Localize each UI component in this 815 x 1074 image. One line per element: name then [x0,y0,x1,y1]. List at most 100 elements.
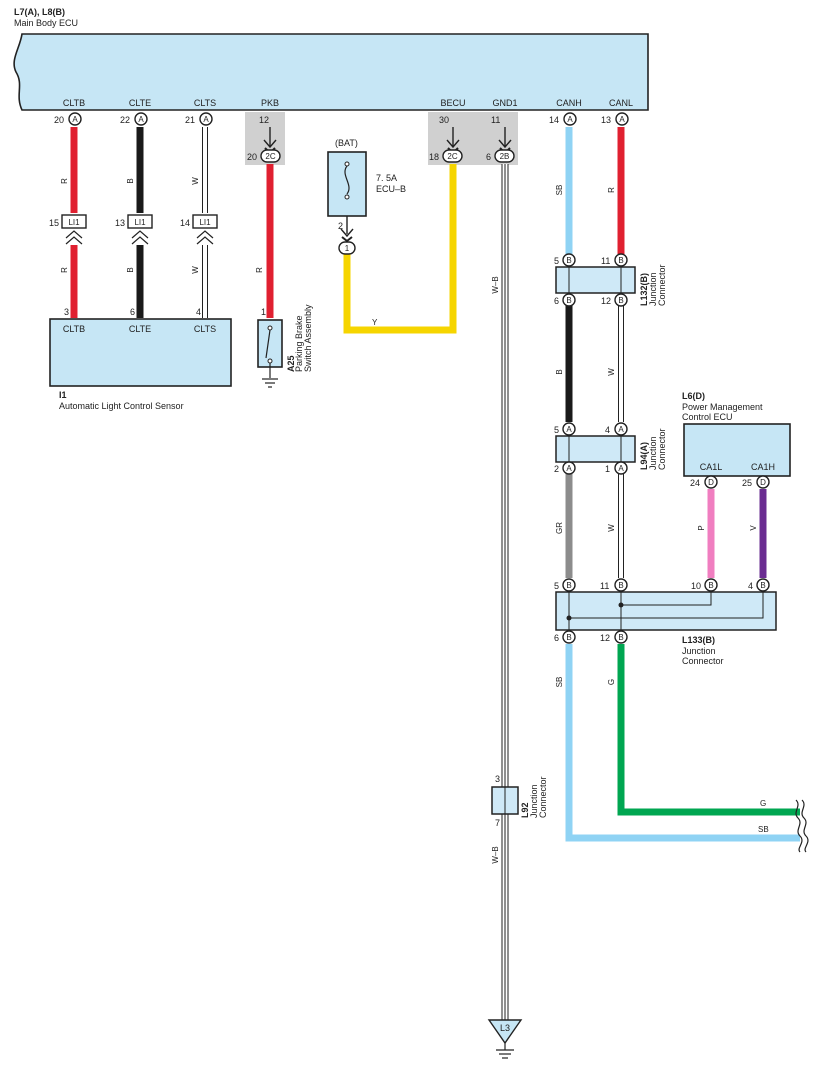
pin-number: 14 [549,115,559,125]
wire-label: B [126,178,135,183]
connector-letter: A [618,425,624,434]
connector-letter: B [566,581,571,590]
wire-label: R [60,267,69,273]
pin-number: 5 [554,425,559,435]
connector-letter: D [708,478,714,487]
l133-name-2: Connector [682,656,724,666]
light-sensor: 3 6 4 CLTB CLTE CLTS I1 Automatic Light … [49,307,232,411]
wire-label: R [255,267,264,273]
connector-letter: A [72,115,78,124]
continuation-marks [795,799,809,853]
pin-number: 25 [742,478,752,488]
connector-letter: B [566,256,571,265]
wire-label: SB [758,825,769,834]
fuse-pill [338,241,356,255]
l132-name-1: Junction [648,272,658,306]
connector-letter: D [760,478,766,487]
pin-number: 7 [495,818,500,828]
terminal-clts: CLTS [194,98,216,108]
wire-label: W [607,368,616,376]
l6-name-1: Power Management [682,402,763,412]
pin-number: 10 [691,581,701,591]
l94-name-2: Connector [657,428,667,470]
fuse-source: (BAT) [335,138,358,148]
connector-letter: B [618,256,623,265]
pin-number: 3 [495,774,500,784]
connector-letter: 2C [265,152,275,161]
pin-number: 2 [338,221,343,231]
terminal-canh: CANH [556,98,582,108]
pin-number: 2 [554,464,559,474]
connector-letter: A [567,115,573,124]
wire-label: GR [555,522,564,534]
pin-number: 22 [120,115,130,125]
connector-letter: B [760,581,765,590]
connector-letter: B [618,296,623,305]
pin-number: 12 [601,296,611,306]
pin-number: 6 [554,633,559,643]
splice-pills: 20 2C 18 2C 6 2B [247,149,515,163]
wire-label: P [697,525,706,530]
l6-code: L6(D) [682,391,705,401]
connector-letter: B [566,633,571,642]
connector-a-marker [134,112,148,126]
pin-number: 11 [491,115,500,125]
pin-number: 12 [600,633,610,643]
terminal-gnd1: GND1 [492,98,517,108]
junction-l94: 5 4 A A 2 1 A A L94(A) Junction Connecto… [554,422,667,475]
wire-color-labels: R R B B W W R Y W–B W–B SB R B W GR W P … [60,177,769,864]
connector-letter: 2C [447,152,457,161]
sensor-terminal: CLTE [129,324,151,334]
pin-number: 4 [748,581,753,591]
terminal-cltb: CLTB [63,98,85,108]
pin-number: 21 [185,115,195,125]
parking-code: A25 [286,355,296,372]
pin-number: 1 [261,307,266,317]
pill-2b-gnd [494,149,515,163]
connector-letter: A [566,425,572,434]
li1-connector [192,214,218,229]
l94-name-1: Junction [648,436,658,470]
l132-name-2: Connector [657,264,667,306]
main-ecu-name: Main Body ECU [14,18,78,28]
pin-number: 3 [64,307,69,317]
l6-box [683,423,791,477]
ecu-terminal-labels: CLTB CLTE CLTS PKB BECU GND1 CANH CANL [63,98,633,108]
sensor-terminal: CLTB [63,324,85,334]
pin-number: 14 [180,218,190,228]
wire-label: G [760,799,766,808]
connector-letter: A [566,464,572,473]
sensor-box [49,318,232,387]
terminal-clte: CLTE [129,98,151,108]
l92-name-1: Junction [529,784,539,818]
terminal-becu: BECU [440,98,465,108]
junction-l133: 5 11 10 4 B B B B 6 12 B B L133(B) Junct… [554,578,777,666]
connector-letter: B [566,296,571,305]
connector-a-marker [615,112,629,126]
sensor-terminal: CLTS [194,324,216,334]
parking-name-2: Switch Assembly [303,304,313,372]
l92-code: L92 [520,802,530,818]
pin-number: 13 [601,115,611,125]
main-body-ecu-box [13,33,649,111]
wire-sb-out [565,644,800,842]
fuse-rating: 7. 5A [376,173,397,183]
l133-box [555,591,777,631]
pin-number: 18 [429,152,439,162]
pin-number: 11 [601,256,610,266]
wire-becu-yellow [343,164,457,334]
connector-letter: A [203,115,209,124]
junction-l132: 5 11 B B 6 12 B B L132(B) Junction Conne… [554,253,667,307]
connector-a-marker [199,112,213,126]
l6-terminal: CA1L [700,462,723,472]
l132-code: L132(B) [639,273,649,306]
l94-code: L94(A) [639,442,649,470]
pin-number: 13 [115,218,125,228]
wire-label: R [607,187,616,193]
pin-number: 20 [247,152,257,162]
fuse-pill-label: 1 [345,244,350,253]
connector-a-marker [68,112,82,126]
connector-letter: A [138,115,144,124]
connector-a-marker [563,112,577,126]
ground-label: L3 [500,1023,510,1033]
